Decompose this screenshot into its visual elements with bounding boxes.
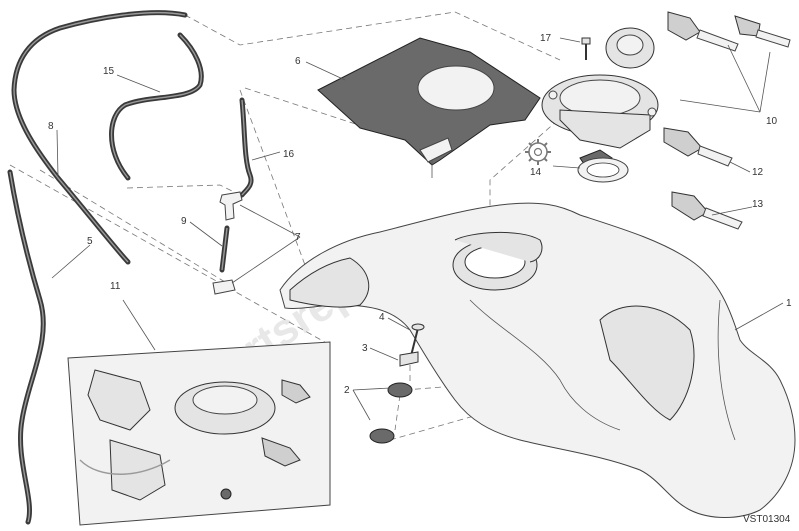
- callout-9: 9: [181, 216, 187, 227]
- key-icon-13[interactable]: [671, 191, 743, 230]
- rubber-grommet-2a[interactable]: [387, 382, 413, 398]
- key-icon-12[interactable]: [663, 127, 733, 167]
- hose-connector-7[interactable]: [212, 191, 243, 295]
- hose-16[interactable]: [239, 97, 254, 198]
- callout-2: 2: [344, 385, 350, 396]
- callout-12: 12: [752, 167, 764, 178]
- screw-17[interactable]: [581, 37, 591, 60]
- hose-5[interactable]: [7, 169, 46, 525]
- key-icon-10b[interactable]: [734, 15, 791, 48]
- diagram-reference-code: VST01304: [743, 514, 791, 525]
- callout-14: 14: [530, 167, 542, 178]
- assembly-dash-lines: [9, 11, 561, 441]
- ignition-lock-kit-11[interactable]: [67, 341, 331, 526]
- key-icon-10a[interactable]: [667, 11, 739, 52]
- callout-8: 8: [48, 121, 54, 132]
- callout-1: 1: [786, 298, 792, 309]
- gear-icon: [525, 139, 551, 165]
- callout-13: 13: [752, 199, 764, 210]
- filler-cap-assembly[interactable]: [541, 27, 659, 149]
- callout-15: 15: [103, 66, 115, 77]
- hose-15[interactable]: [109, 32, 204, 181]
- callout-17: 17: [540, 33, 552, 44]
- gasket-14[interactable]: [577, 149, 629, 183]
- tank-plate-6[interactable]: [317, 37, 541, 178]
- callout-16: 16: [283, 149, 295, 160]
- hose-9[interactable]: [219, 225, 230, 273]
- callout-3: 3: [362, 343, 368, 354]
- callout-10: 10: [766, 116, 778, 127]
- callout-4: 4: [379, 312, 385, 323]
- fuel-tank-1[interactable]: [279, 202, 796, 518]
- callout-numbers: 1 2 3 4 5 6 7 8 9 10 11 12 13 14 15 16 1…: [48, 33, 792, 396]
- callout-11: 11: [110, 281, 121, 292]
- callout-5: 5: [87, 236, 93, 247]
- callout-leaders: [51, 37, 784, 421]
- callout-6: 6: [295, 56, 301, 67]
- rubber-grommet-2b[interactable]: [369, 428, 395, 444]
- hose-8[interactable]: [11, 10, 188, 265]
- callout-7: 7: [295, 232, 301, 243]
- spacer-3[interactable]: [399, 351, 419, 367]
